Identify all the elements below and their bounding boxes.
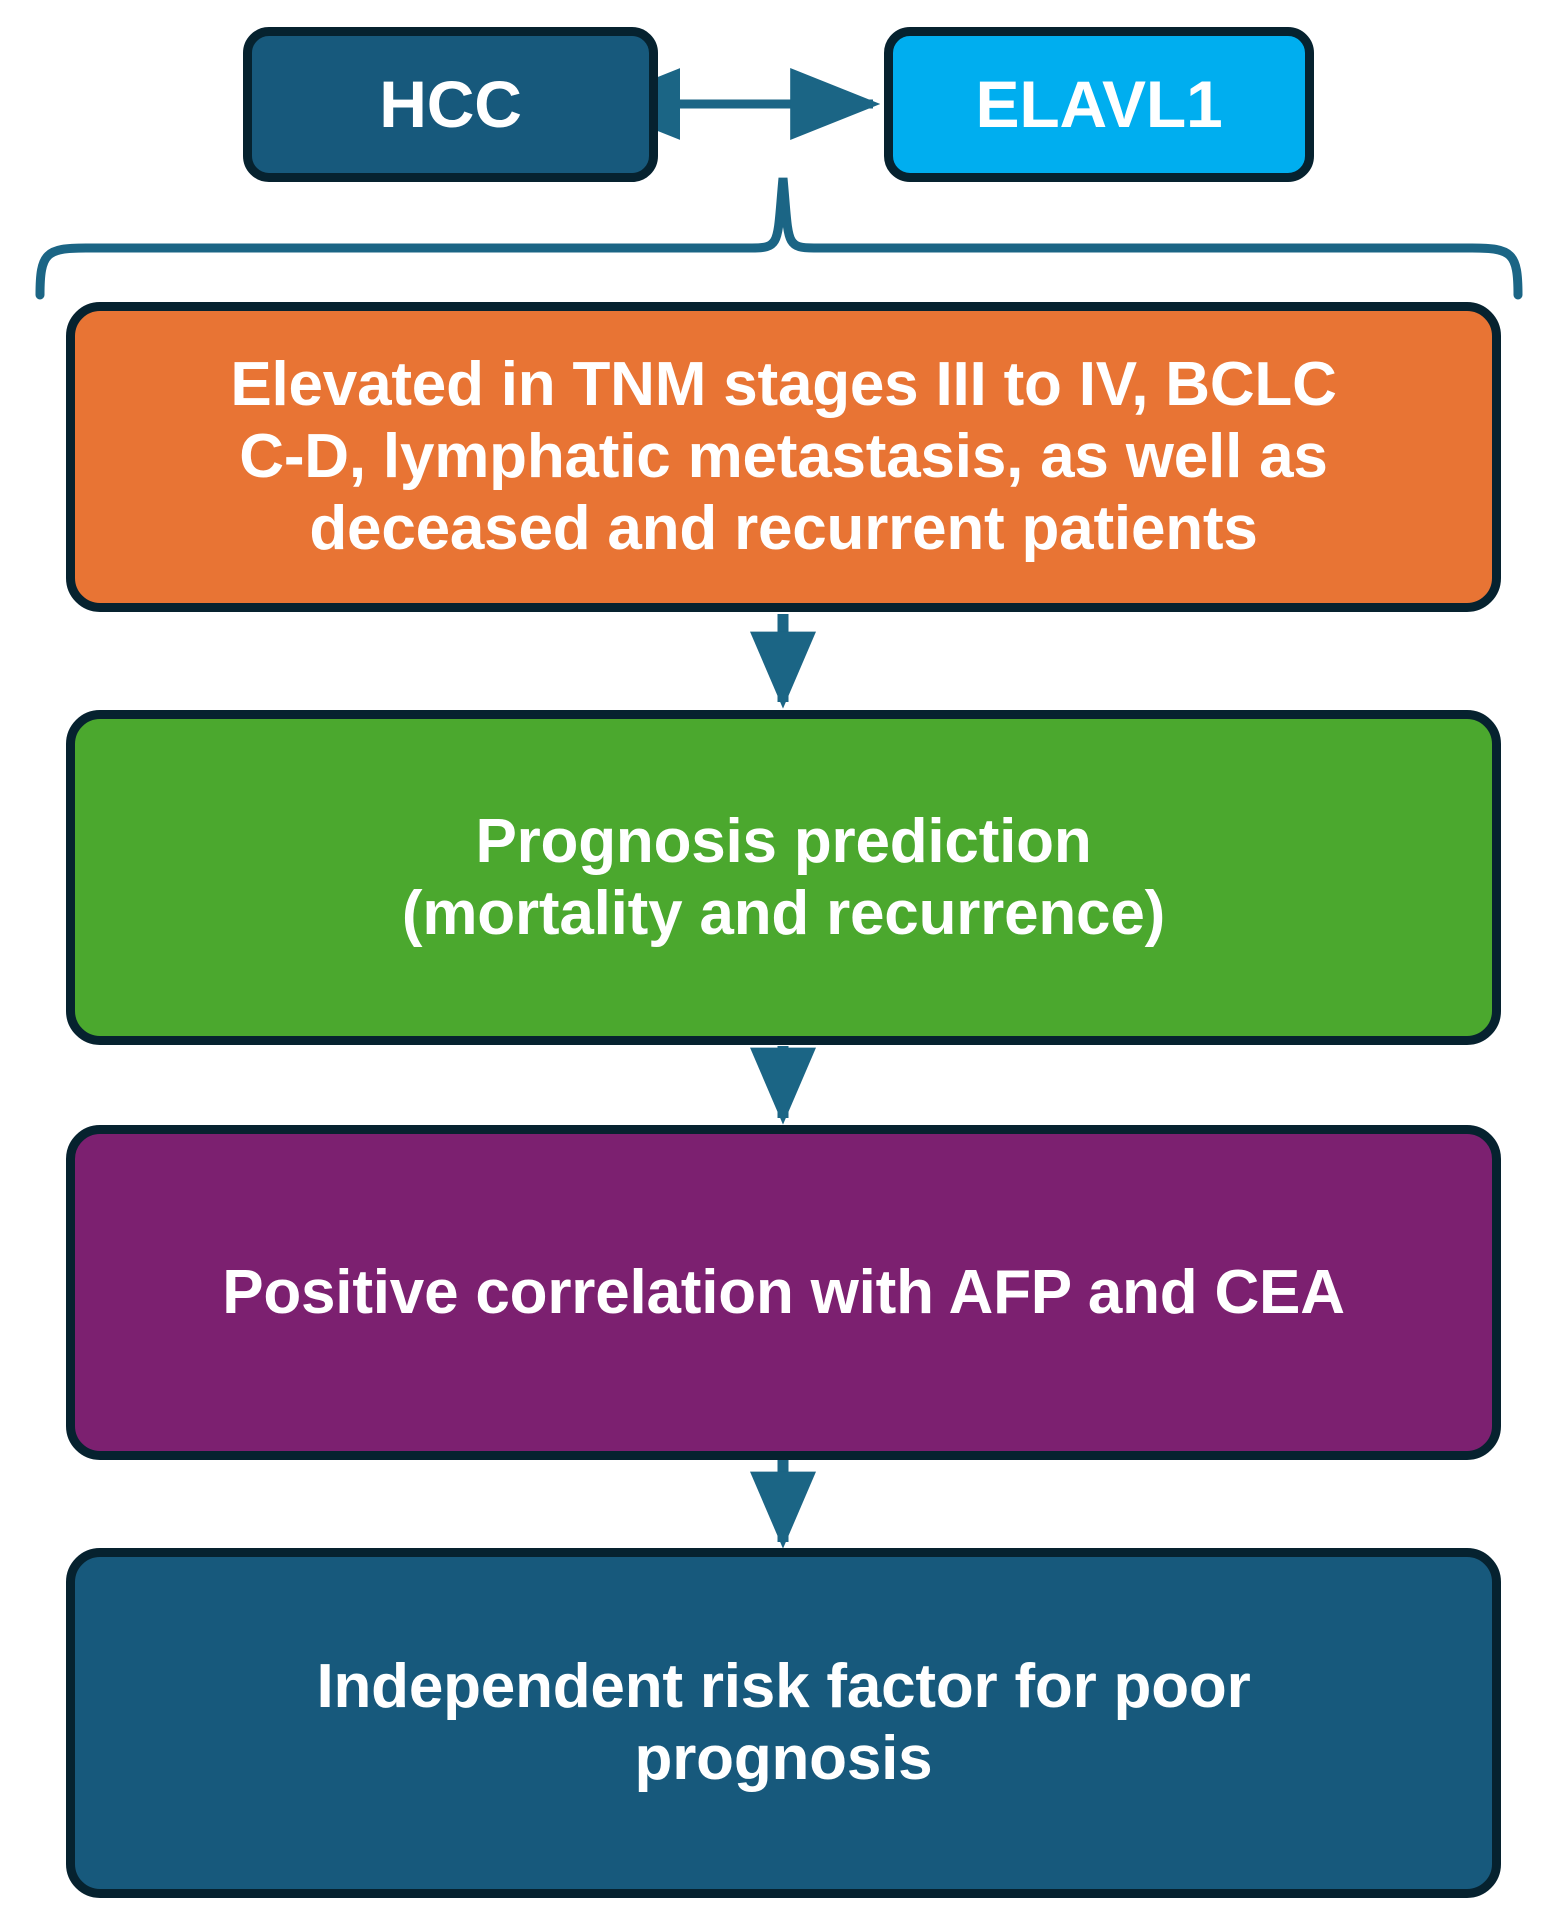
node-elavl1-label: ELAVL1 xyxy=(975,67,1223,142)
node-elevated-stages-label: Elevated in TNM stages III to IV, BCLC C… xyxy=(101,349,1466,565)
node-prognosis-line-1: Prognosis prediction xyxy=(475,806,1092,876)
connector-curly-brace xyxy=(35,177,1523,300)
node-elavl1[interactable]: ELAVL1 xyxy=(884,27,1314,182)
node-prognosis-prediction-label: Prognosis prediction (mortality and recu… xyxy=(101,806,1466,950)
node-hcc-label: HCC xyxy=(379,67,522,142)
node-prognosis-prediction[interactable]: Prognosis prediction (mortality and recu… xyxy=(66,710,1501,1045)
node-elevated-line-1: Elevated in TNM stages III to IV, BCLC xyxy=(230,350,1337,420)
node-independent-risk-factor[interactable]: Independent risk factor for poor prognos… xyxy=(66,1548,1501,1898)
node-elevated-line-3: deceased and recurrent patients xyxy=(309,493,1258,563)
node-positive-correlation[interactable]: Positive correlation with AFP and CEA xyxy=(66,1125,1501,1460)
node-hcc[interactable]: HCC xyxy=(243,27,658,182)
node-elevated-stages[interactable]: Elevated in TNM stages III to IV, BCLC C… xyxy=(66,302,1501,612)
node-risk-line-2: prognosis xyxy=(634,1724,933,1793)
node-prognosis-line-2: (mortality and recurrence) xyxy=(401,878,1166,948)
node-independent-risk-factor-label: Independent risk factor for poor prognos… xyxy=(101,1651,1466,1795)
node-risk-line-1: Independent risk factor for poor xyxy=(316,1652,1251,1722)
node-positive-correlation-label: Positive correlation with AFP and CEA xyxy=(222,1257,1345,1327)
node-elevated-line-2: C-D, lymphatic metastasis, as well as xyxy=(239,422,1328,492)
